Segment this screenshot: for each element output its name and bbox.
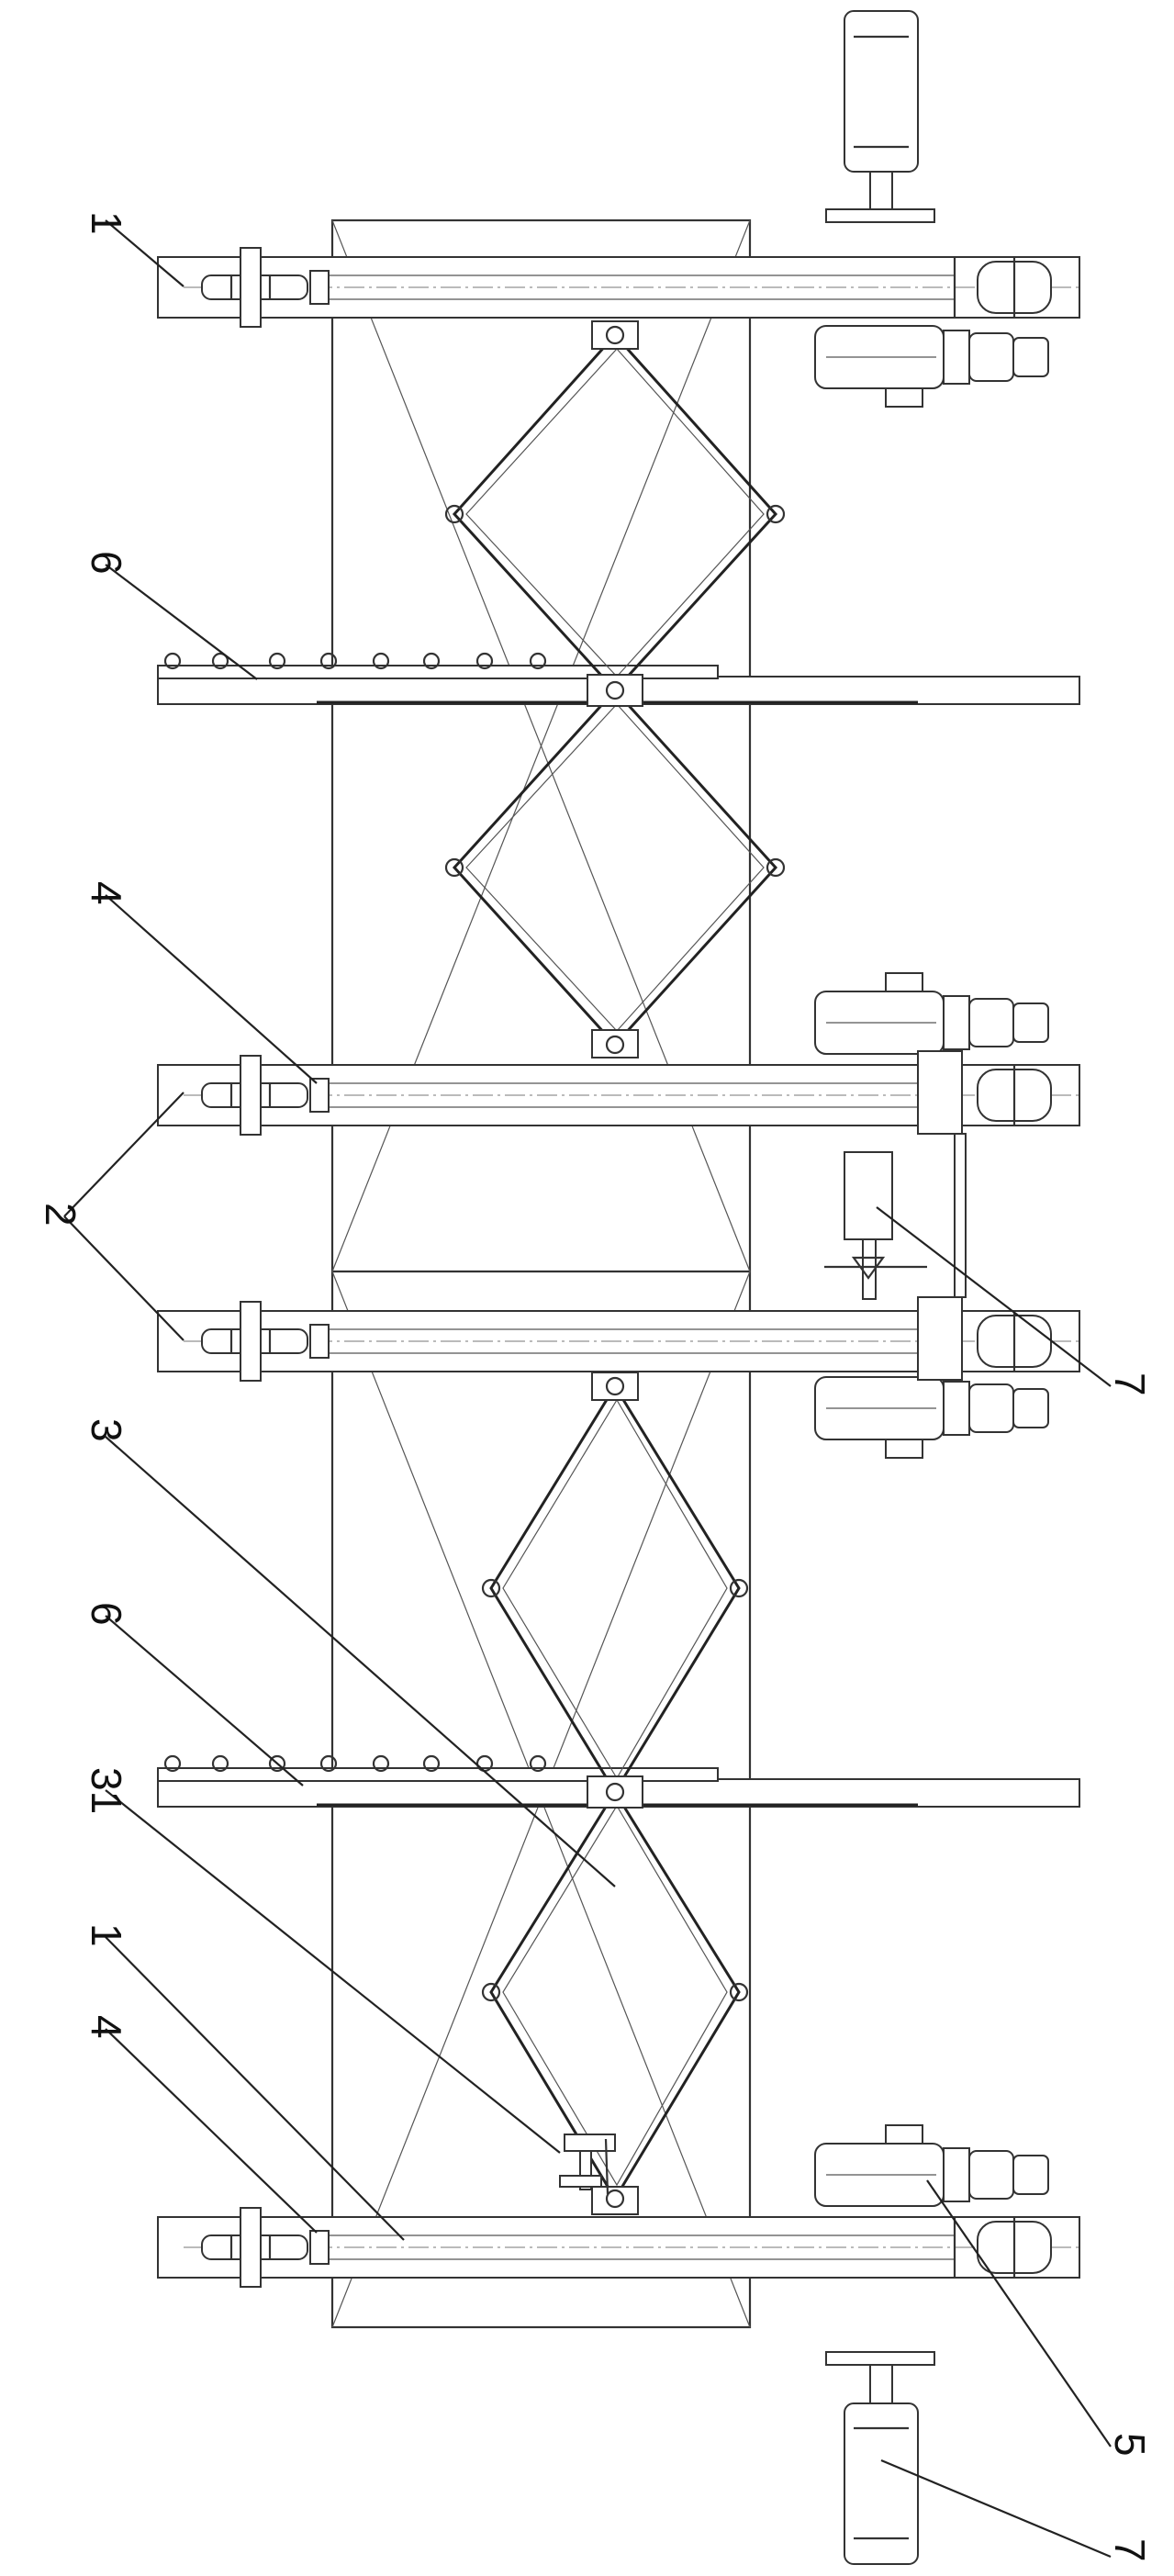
ref-6-bottom: 6 (83, 1602, 130, 1626)
ref-2: 2 (37, 1203, 84, 1226)
geared-motor-second (814, 972, 1049, 1055)
scissor-linkage-upper (444, 320, 786, 1058)
geared-motor-third (814, 1376, 1049, 1459)
leader-lines (63, 219, 1112, 2559)
ref-7-middle: 7 (1106, 1372, 1154, 1396)
carriage-frame (330, 218, 752, 2329)
ref-4-bottom: 4 (83, 2015, 130, 2039)
actuator-bracket (559, 2134, 616, 2195)
ref-7-bottom: 7 (1106, 2538, 1154, 2562)
ref-1-top: 1 (83, 211, 130, 235)
scissor-linkage-lower (481, 1372, 749, 2215)
drive-motor-top (825, 10, 935, 223)
ref-4-top: 4 (83, 881, 130, 905)
geared-motor-bottom (814, 2124, 1049, 2207)
reference-numerals: 1 6 4 2 3 6 31 1 4 7 5 7 (37, 211, 1154, 2562)
end-clamps (201, 247, 330, 2288)
ref-3: 3 (83, 1418, 130, 1442)
geared-motor-top (814, 325, 1049, 408)
ref-6-top: 6 (83, 551, 130, 575)
coupling-assembly (824, 1050, 967, 1381)
ref-1-bottom: 1 (83, 1923, 130, 1947)
ref-31: 31 (83, 1767, 130, 1814)
ref-5: 5 (1106, 2433, 1154, 2457)
wheels (977, 257, 1052, 2278)
drive-motor-bottom (825, 2351, 935, 2565)
